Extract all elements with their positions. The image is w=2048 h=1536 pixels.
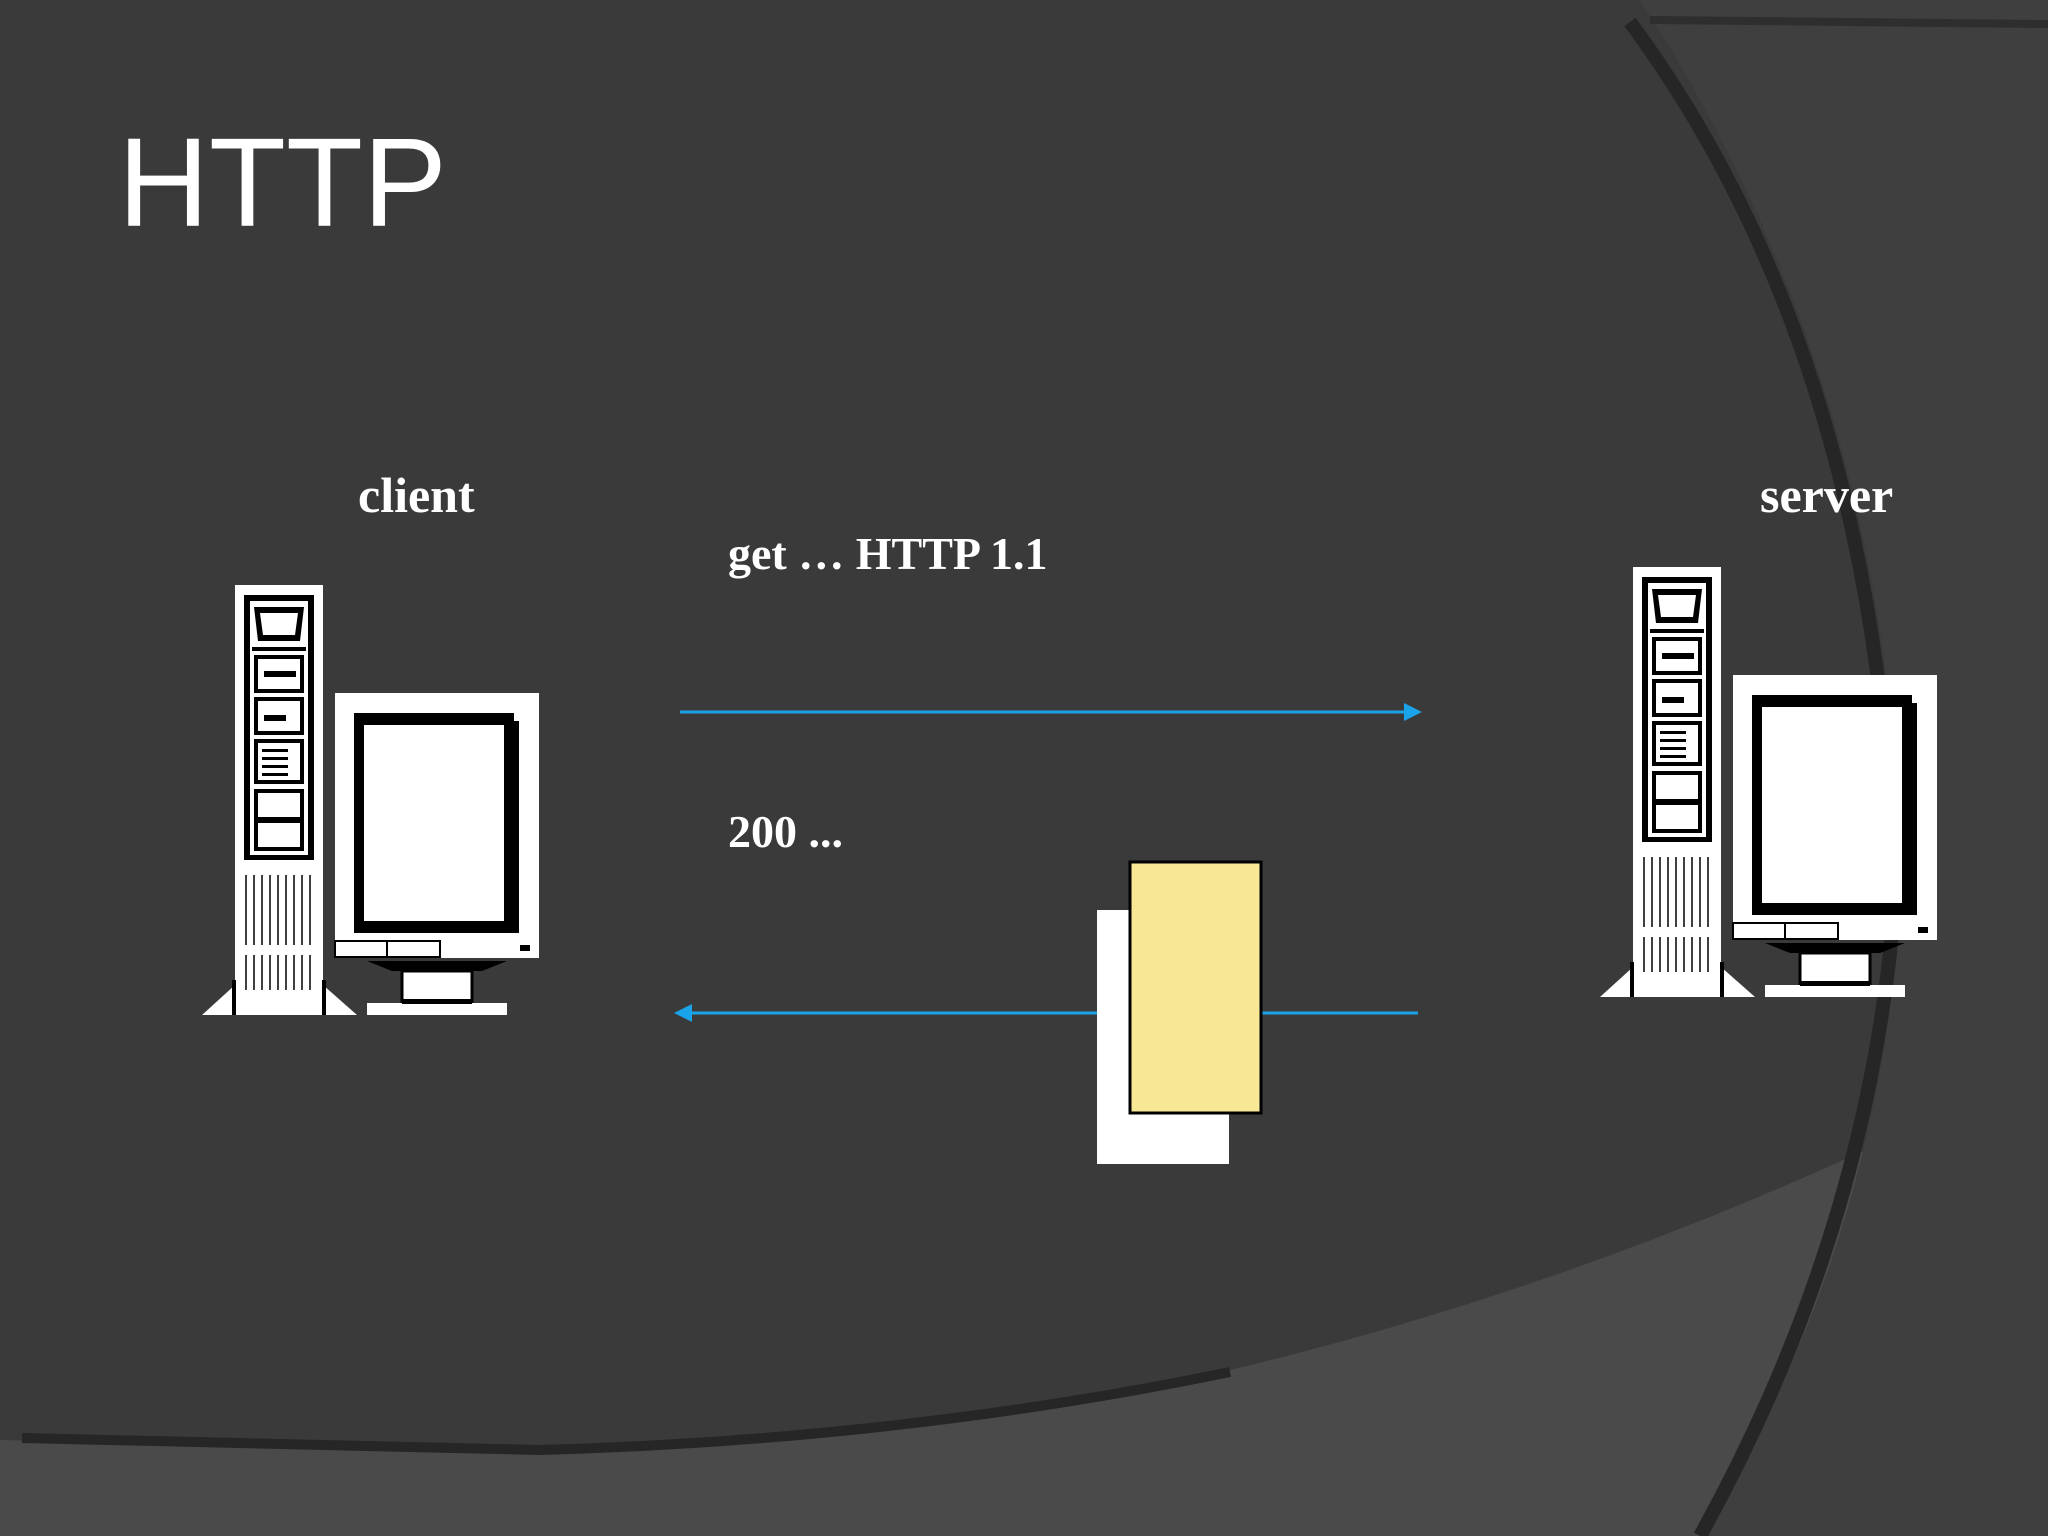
server-label: server — [1760, 467, 1894, 523]
slide-title: HTTP — [118, 112, 447, 253]
server-computer-icon — [1598, 565, 1939, 999]
response-arrow — [674, 1004, 1418, 1022]
client-computer-icon — [200, 583, 541, 1017]
client-label: client — [358, 467, 475, 523]
request-label: get … HTTP 1.1 — [728, 528, 1048, 579]
document-icon — [1097, 860, 1263, 1164]
request-arrow — [680, 703, 1422, 721]
response-label: 200 ... — [728, 806, 843, 857]
